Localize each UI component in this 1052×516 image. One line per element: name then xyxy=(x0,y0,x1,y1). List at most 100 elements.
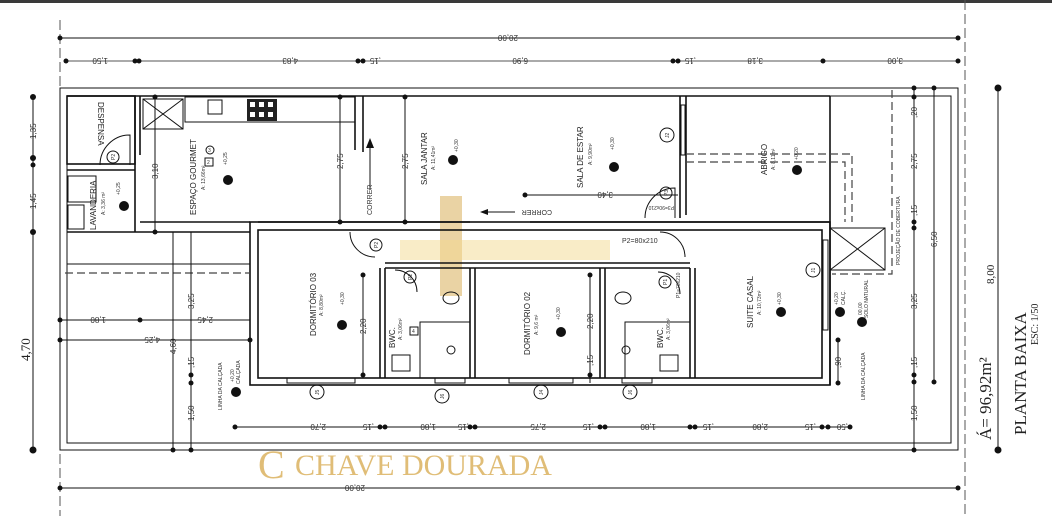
note-solo-natural: SOLO NATURAL xyxy=(864,280,870,318)
door-tag: P3 xyxy=(664,190,670,196)
note-projecao-cobertura: PROJEÇÃO DE COBERTURA xyxy=(895,196,902,265)
dim-bottom: ,50 xyxy=(836,422,848,431)
dim-inner: 2,20 xyxy=(586,313,595,329)
level-mark: +0,30 xyxy=(454,139,460,152)
note-correr: CORRER xyxy=(367,185,374,215)
toilet-icon xyxy=(442,291,460,305)
inner-dimensions: 3,10 2,75 2,75 3,40 2,20 2,20 ,15 ,90 1,… xyxy=(57,94,843,453)
finish-code: 2 xyxy=(207,160,210,166)
dim-inner: 4,25 xyxy=(144,335,160,344)
room-despensa: DESPENSA xyxy=(96,102,105,146)
room-area: A: 8,11m² xyxy=(771,148,777,170)
room-sala-jantar: SALA JANTAR xyxy=(420,132,429,185)
dim-inner: 4,60 xyxy=(169,338,178,354)
room-espaco-gourmet: ESPAÇO GOURMET xyxy=(189,139,198,215)
dim-top: 1,50 xyxy=(92,56,108,65)
basin-icon xyxy=(391,354,411,372)
note-calcada: CALÇADA xyxy=(236,360,242,384)
level-marker-icon xyxy=(556,327,566,337)
level-mark: 00,00 xyxy=(858,302,864,315)
right-dimensions: ,20 2,75 ,15 3,25 ,15 1,50 6,50 8,00 xyxy=(910,84,1002,454)
shower-area xyxy=(624,321,691,379)
watermark-monogram: C xyxy=(258,442,285,487)
level-mark: +0,20 xyxy=(794,147,800,160)
dim-bottom: ,15 xyxy=(362,422,374,431)
dim-inner: 2,75 xyxy=(336,153,345,169)
tank-icon xyxy=(67,204,85,230)
level-mark: +0,30 xyxy=(610,137,616,150)
level-mark: +0,25 xyxy=(223,152,229,165)
dim-left: 1,45 xyxy=(29,193,38,209)
walls-rear xyxy=(65,90,893,386)
room-lavanderia: LAVANDERIA xyxy=(89,180,98,230)
room-bwc: BWC. xyxy=(388,327,397,348)
door-spec: P1=70x210 xyxy=(676,272,682,298)
dim-inner: 1,50 xyxy=(187,405,196,421)
dim-top: 6,90 xyxy=(512,56,528,65)
level-marker-icon xyxy=(223,175,233,185)
left-dimensions: 1,35 1,45 4,70 xyxy=(18,94,38,454)
dim-right: ,20 xyxy=(910,106,919,118)
dim-inner: 3,10 xyxy=(151,163,160,179)
basin-icon xyxy=(659,354,679,372)
drain-icon xyxy=(446,345,456,355)
door-spec: P2=80x210 xyxy=(622,238,658,245)
watermark-band xyxy=(400,240,610,260)
dim-top: ,15 xyxy=(684,56,696,65)
level-marker-icon xyxy=(776,307,786,317)
level-mark: +0,25 xyxy=(116,182,122,195)
finish-code: 3 xyxy=(208,148,211,154)
room-bwc: BWC. xyxy=(656,327,665,348)
dim-bottom: 2,75 xyxy=(530,422,546,431)
total-area: Á= 96,92m² xyxy=(976,357,995,440)
room-area: A: 9,6 m² xyxy=(534,314,540,335)
dim-bottom: ,15 xyxy=(804,422,816,431)
room-area: A: 8,80m² xyxy=(319,294,325,316)
door-tag: P1 xyxy=(663,279,669,285)
title-block: Á= 96,92m² PLANTA BAIXA ESC: 1/50 xyxy=(976,304,1041,440)
sink-icon xyxy=(207,99,223,115)
room-abrigo: ABRIGO xyxy=(760,144,769,175)
watermark-logo: C CHAVE DOURADA xyxy=(258,196,610,487)
window-tag: J1 xyxy=(811,268,817,274)
window-tag: J4 xyxy=(539,390,545,396)
room-sala-estar: SALA DE ESTAR xyxy=(576,126,585,188)
level-mark: +0,20 xyxy=(230,369,236,382)
room-labels: DESPENSA LAVANDERIA A: 3,36 m² ESPAÇO GO… xyxy=(89,102,800,355)
dim-bottom: 1,80 xyxy=(420,422,436,431)
door-tag: P2 xyxy=(374,242,380,248)
dim-bottom: ,15 xyxy=(702,422,714,431)
dim-inner: ,90 xyxy=(834,356,843,368)
watermark-brand: CHAVE DOURADA xyxy=(295,449,552,482)
dim-right: 6,50 xyxy=(930,231,939,247)
dim-top: 4,83 xyxy=(282,56,298,65)
room-suite-casal: SUITE CASAL xyxy=(746,275,755,328)
dim-right: 1,50 xyxy=(910,405,919,421)
dim-inner: 2,75 xyxy=(401,153,410,169)
level-mark: +0,20 xyxy=(834,292,840,305)
dim-inner: ,15 xyxy=(586,354,595,366)
level-marker-icon xyxy=(835,307,845,317)
dim-inner: ,15 xyxy=(187,356,196,368)
level-marker-icon xyxy=(857,317,867,327)
door-tag: P2 xyxy=(408,274,414,280)
note-calc: CALÇ. xyxy=(841,290,847,305)
dim-inner: 1,80 xyxy=(90,315,106,324)
shaft-box xyxy=(142,98,184,130)
top-dimensions: 20,00 1,50 4,83 ,15 6,90 ,15 3,18 3,00 xyxy=(57,33,961,65)
dim-bottom: ,15 xyxy=(457,422,469,431)
dim-inner: 2,20 xyxy=(359,318,368,334)
toilet-icon xyxy=(614,291,632,305)
dim-right: 3,25 xyxy=(910,293,919,309)
dim-inner: 3,40 xyxy=(597,190,613,199)
window-top-bar xyxy=(0,0,1052,3)
level-marker-icon xyxy=(609,162,619,172)
window-tag: J2 xyxy=(665,133,671,139)
note-linha-calcada: LINHA DA CALÇADA xyxy=(218,362,224,410)
dim-right-total: 8,00 xyxy=(985,264,997,284)
level-marker-icon xyxy=(792,165,802,175)
finish-code: 4 xyxy=(412,329,415,335)
shower-area xyxy=(419,321,471,379)
room-area: A: 13,66m² xyxy=(201,165,207,190)
room-area: A: 3,36 m² xyxy=(101,192,107,215)
